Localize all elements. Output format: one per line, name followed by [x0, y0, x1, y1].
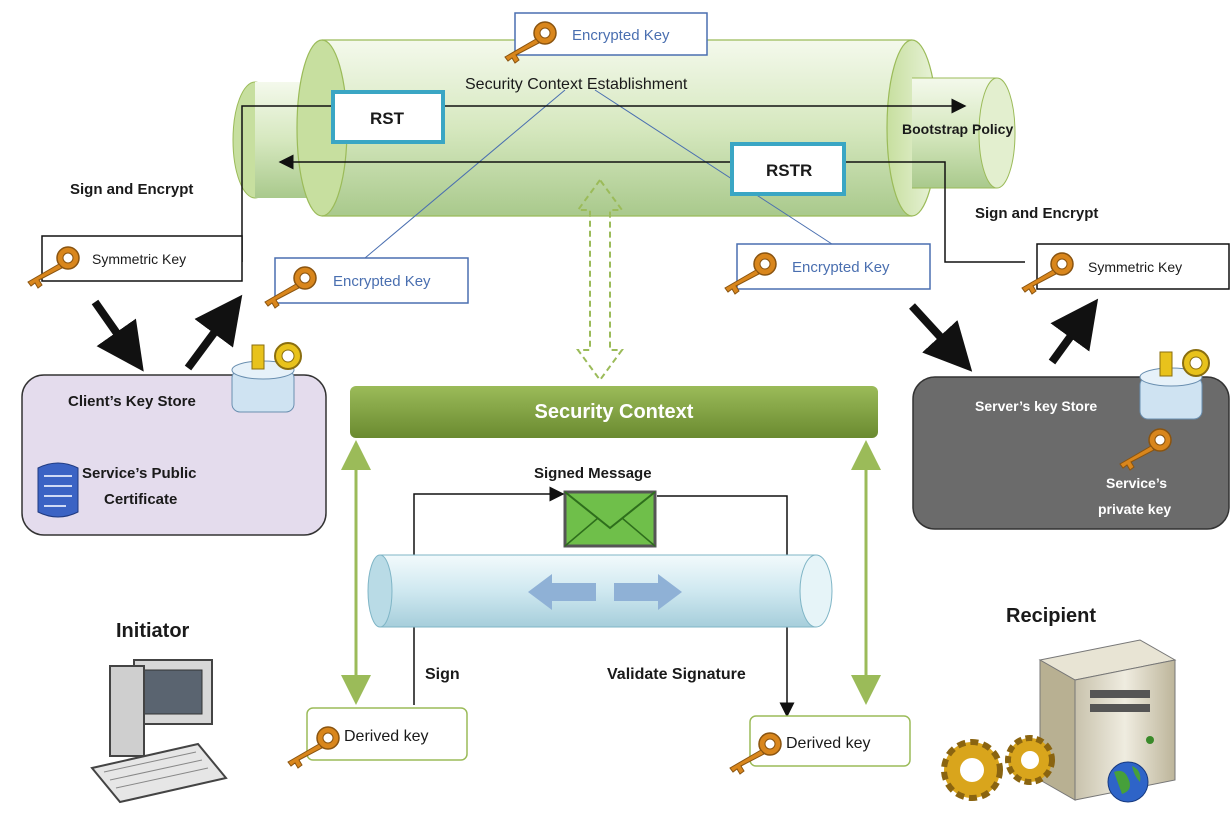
rstr-box: [730, 142, 846, 196]
signed-message-label: Signed Message: [534, 465, 652, 482]
rst-box: [331, 90, 445, 144]
rst-flow-arrow: [241, 98, 967, 262]
store-up-arrow: [184, 294, 243, 371]
message-tube: [367, 554, 833, 628]
recipient-derived-key-box: [749, 715, 911, 767]
client-key-store-panel: [21, 374, 327, 536]
server-store-up-arrow: [1048, 298, 1099, 365]
initiator-derived-key-label: Derived key: [344, 728, 428, 745]
encryption-links: [364, 89, 836, 259]
service-private-key-line2: private key: [1098, 501, 1171, 517]
service-private-key-line1: Service’s: [1106, 475, 1167, 491]
key-store-icon: [231, 342, 302, 413]
computer-icon: [90, 659, 228, 804]
sign-label: Sign: [425, 666, 460, 683]
rstr-flow-arrow: [278, 154, 1025, 263]
validate-signature-label: Validate Signature: [607, 666, 746, 683]
bootstrap-policy-label: Bootstrap Policy: [902, 121, 1013, 137]
client-symmetric-key-label: Symmetric Key: [92, 251, 186, 267]
gear-icon: [941, 735, 1055, 801]
left-arrow-icon: [528, 574, 596, 610]
context-dashed-double-arrow: [576, 178, 624, 382]
rst-label: RST: [370, 109, 405, 128]
server-sign-encrypt-label: Sign and Encrypt: [975, 205, 1098, 222]
server-icon: [1038, 639, 1177, 801]
envelope-icon: [563, 490, 657, 548]
security-context-bar: [350, 386, 878, 438]
certificate-icon: [37, 462, 79, 518]
server-encrypted-key-label: Encrypted Key: [792, 259, 890, 276]
server-symmetric-key-label: Symmetric Key: [1088, 259, 1182, 275]
key-store-icon: [1139, 349, 1210, 420]
client-key-store-label: Client’s Key Store: [68, 393, 196, 410]
initiator-label: Initiator: [116, 620, 190, 642]
recipient-derived-key-label: Derived key: [786, 735, 870, 752]
right-arrow-icon: [614, 574, 682, 610]
initiator-derived-key-box: [306, 707, 468, 761]
service-public-cert-line1: Service’s Public: [82, 465, 197, 482]
store-down-arrow: [91, 299, 144, 372]
server-key-store-label: Server’s key Store: [975, 398, 1097, 414]
validate-flow-arrow: [657, 495, 795, 718]
security-context-label: Security Context: [535, 401, 694, 423]
server-store-down-arrow: [909, 303, 973, 372]
top-encrypted-key-label: Encrypted Key: [572, 27, 670, 44]
globe-icon: [1107, 761, 1149, 803]
client-encrypted-key-label: Encrypted Key: [333, 273, 431, 290]
rstr-label: RSTR: [766, 161, 812, 180]
sign-flow-arrow: [413, 486, 565, 705]
service-public-cert-line2: Certificate: [104, 491, 177, 508]
client-sign-encrypt-label: Sign and Encrypt: [70, 181, 193, 198]
security-context-establishment-label: Security Context Establishment: [465, 76, 688, 93]
recipient-label: Recipient: [1006, 605, 1096, 627]
